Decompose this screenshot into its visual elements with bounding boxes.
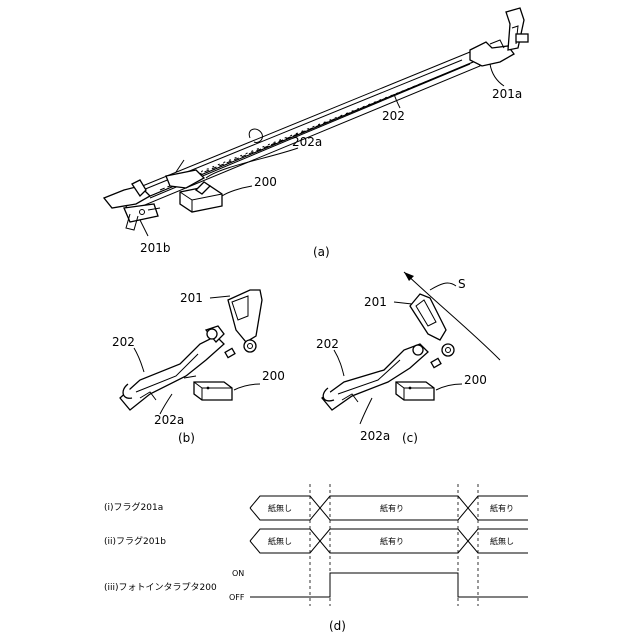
caption-c: (c) [402,431,418,445]
rail-202 [118,52,480,212]
caption-b: (b) [178,431,195,445]
label-201b: 201b [140,241,171,255]
row-iii-waveform [250,573,528,597]
label-201-c: 201 [364,295,387,309]
leader-202-c [334,350,344,376]
leader-s [430,283,456,290]
figure-b: 201 202 200 202a (b) [112,290,285,445]
leader-200-b [234,384,260,390]
flag-201a [470,8,528,66]
leader-202a-c [360,398,372,424]
figure-a: 201a 202 202a 200 201b (a) [104,8,528,259]
label-201-b: 201 [180,291,203,305]
off-label: OFF [229,593,245,602]
row-iii-label: (iii)フォトインタラプタ200 [104,582,217,593]
label-200-c: 200 [464,373,487,387]
label-202a: 202a [292,135,322,149]
interrupter-200-c [396,382,434,400]
label-202a-b: 202a [154,413,184,427]
label-200-b: 200 [262,369,285,383]
figure-d: (i)フラグ201a 紙無し 紙有り 紙有り (ii)フラグ201b 紙無し 紙… [104,484,528,633]
row-i-label: (i)フラグ201a [104,501,163,513]
row-ii-state-2: 紙有り [380,536,404,546]
label-s: S [458,277,466,291]
label-201a: 201a [492,87,522,101]
label-202-c: 202 [316,337,339,351]
row-ii-state-1: 紙無し [268,536,292,546]
label-200: 200 [254,175,277,189]
row-i-state-3: 紙有り [490,503,514,513]
label-202: 202 [382,109,405,123]
label-202a-c: 202a [360,429,390,443]
leader-201b [140,220,148,236]
leader-201-b [210,296,230,298]
row-ii-state-3: 紙無し [490,536,514,546]
leader-202-b [134,348,144,372]
leader-200-c [436,384,462,390]
leader-202a-b [160,394,172,414]
flag-201b [104,180,160,230]
caption-a: (a) [313,245,330,259]
leader-201a [490,64,504,86]
row-ii-label: (ii)フラグ201b [104,535,166,547]
flag-201 [228,290,262,352]
row-i-state-1: 紙無し [268,503,292,513]
interrupter-200 [184,376,232,400]
row-i-state-2: 紙有り [380,503,404,513]
leader-200-a [222,186,252,196]
label-202-b: 202 [112,335,135,349]
figure-c: 201 S 202 200 202a (c) [316,272,500,445]
leader-201-c [394,302,412,304]
caption-d: (d) [329,619,346,633]
on-label: ON [232,569,244,578]
